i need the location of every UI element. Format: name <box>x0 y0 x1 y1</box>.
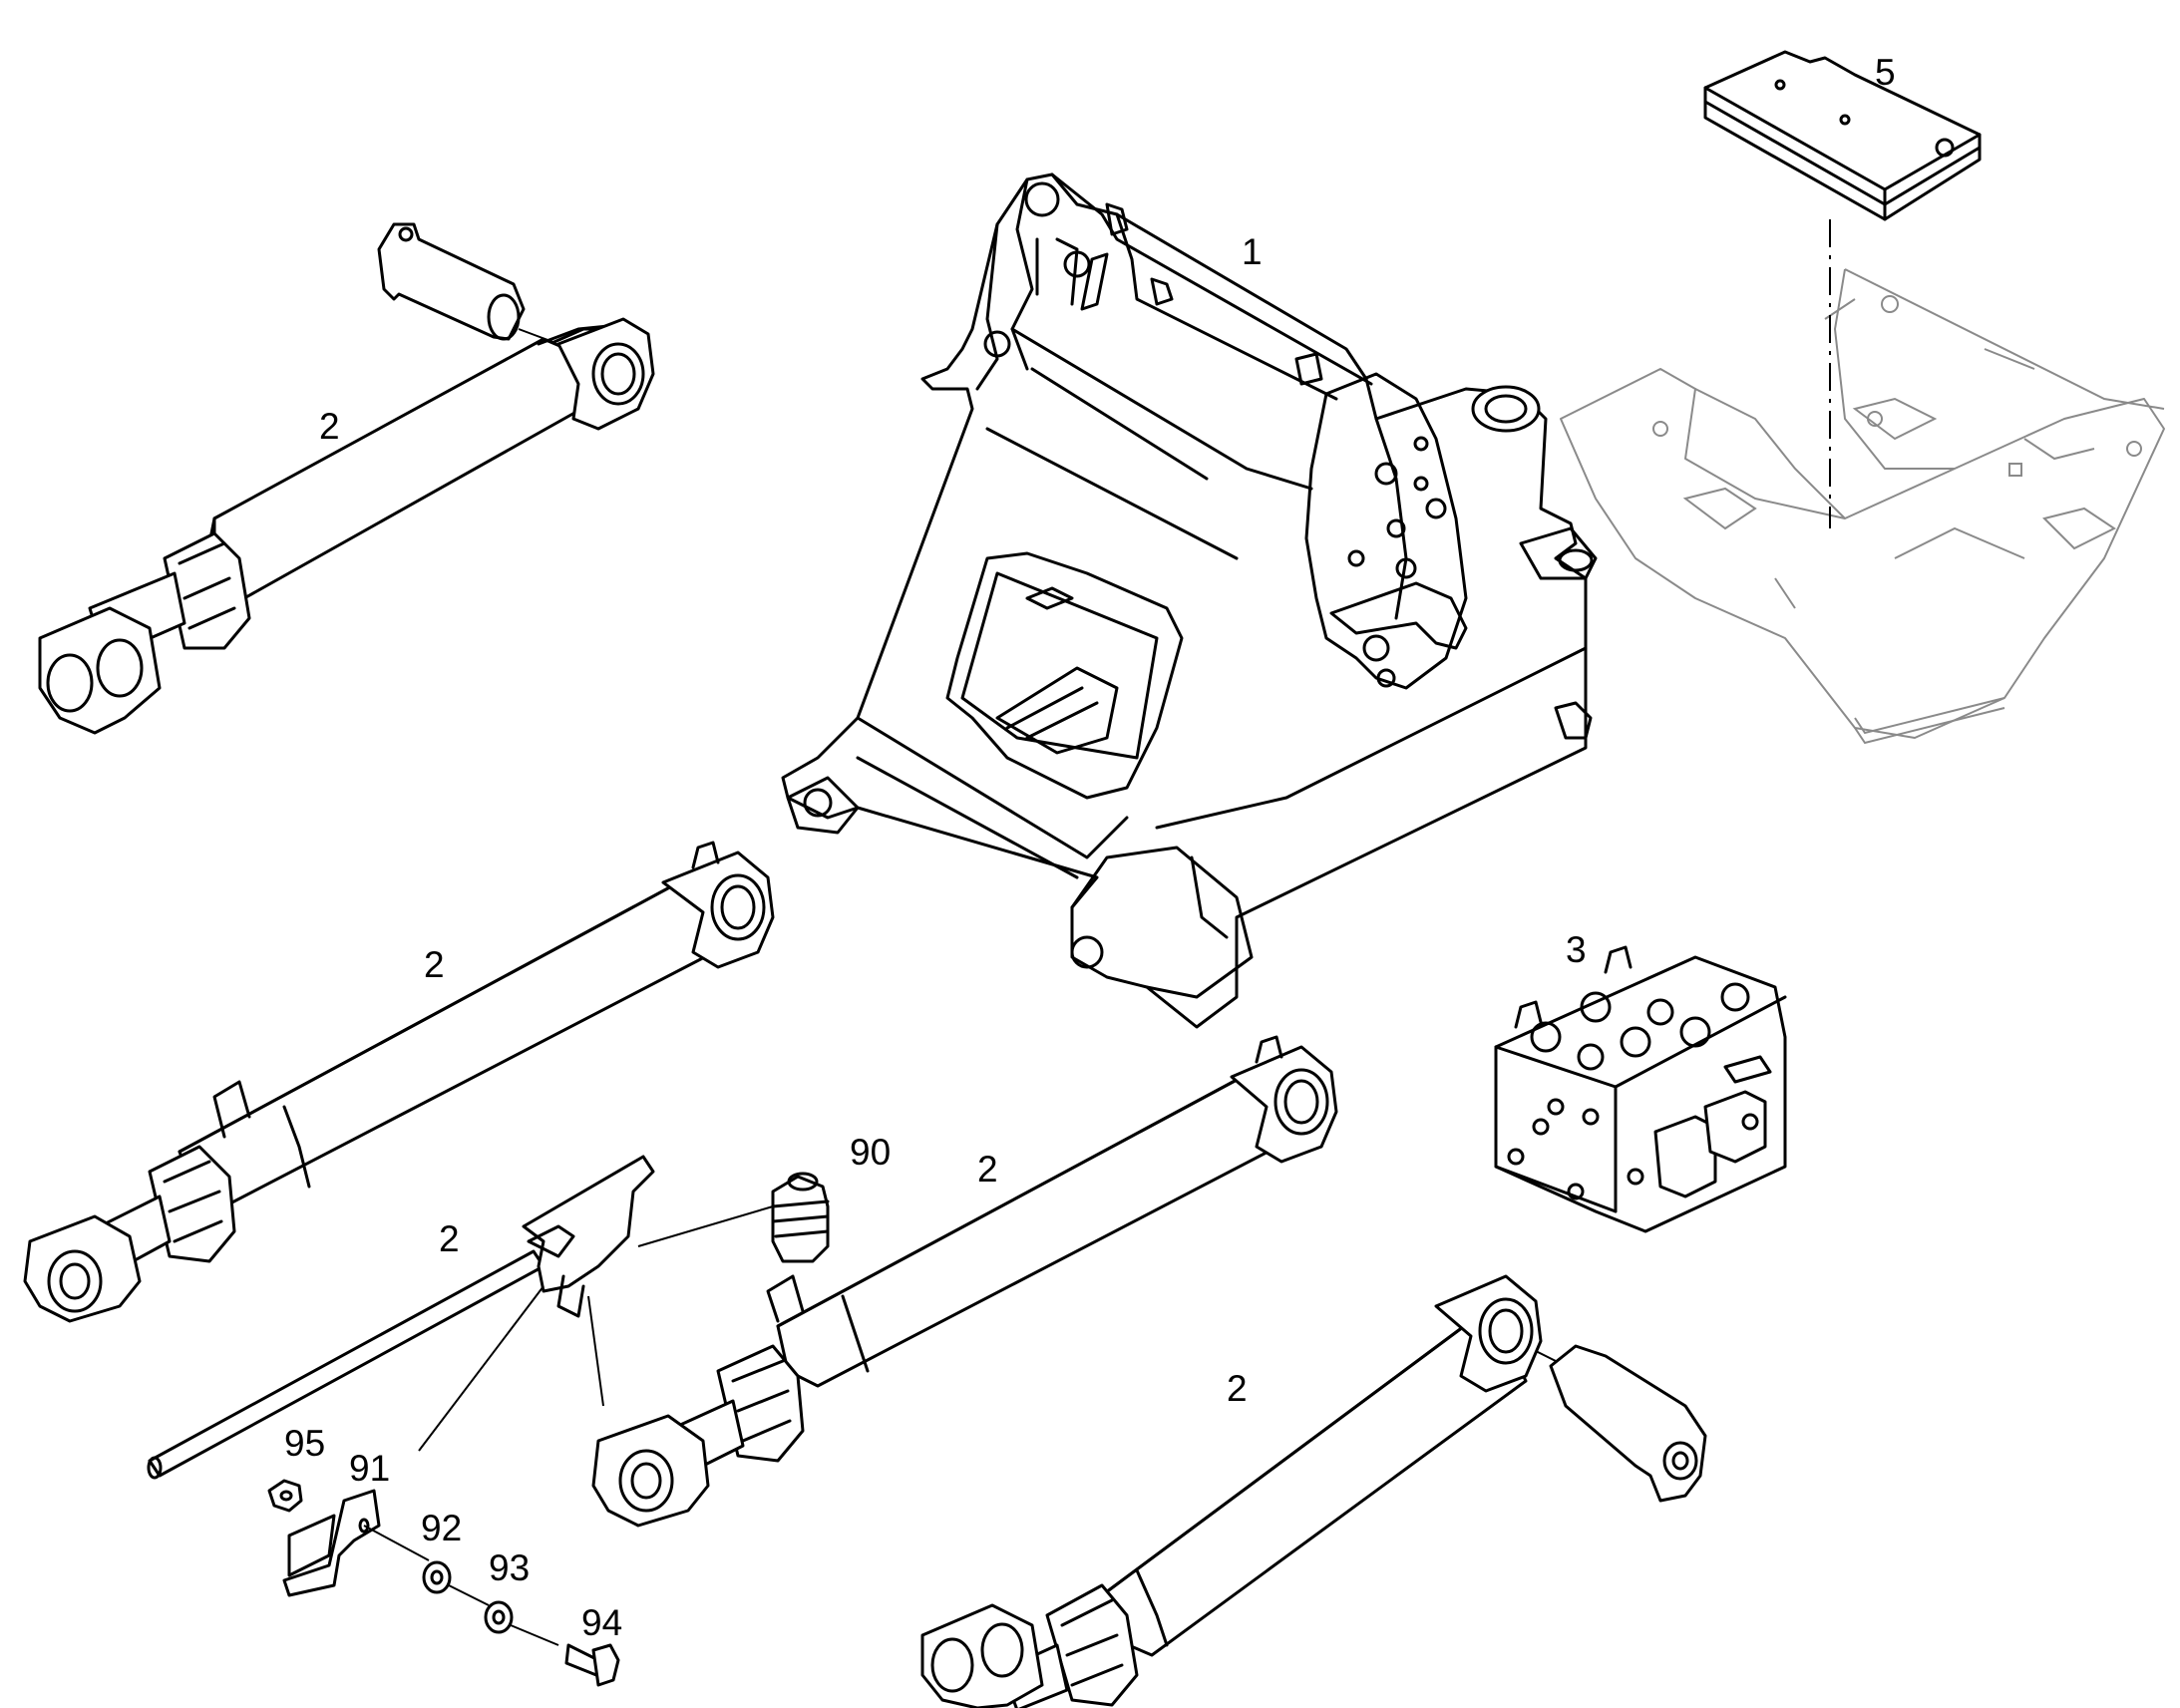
bolt-94 <box>564 1643 620 1687</box>
callout-3: 3 <box>1566 929 1587 970</box>
reference-chassis-frame <box>1560 268 2165 745</box>
washer-92 <box>422 1560 490 1606</box>
callout-95: 95 <box>284 1423 325 1464</box>
callout-1: 1 <box>1242 231 1263 272</box>
bracket-rod-91 <box>147 1155 655 1480</box>
washer-93 <box>484 1600 559 1646</box>
callout-2-center: 2 <box>977 1149 998 1190</box>
hydraulic-cylinder-d <box>920 1274 1707 1708</box>
callout-91: 91 <box>349 1448 390 1489</box>
callout-labels: 1 2 2 2 2 2 3 5 90 91 92 93 94 95 <box>284 52 1896 1643</box>
main-frame <box>781 172 1598 1029</box>
pad-plate <box>1703 50 1982 221</box>
callout-2-middle: 2 <box>424 944 445 985</box>
callout-94: 94 <box>581 1602 622 1643</box>
hydraulic-cylinder-a <box>38 222 655 735</box>
callout-2-top: 2 <box>319 406 340 447</box>
hydraulic-cylinder-b <box>23 841 775 1323</box>
callout-5: 5 <box>1875 52 1896 93</box>
bracket-clip <box>282 1489 430 1597</box>
callout-2-rod: 2 <box>439 1218 460 1259</box>
callout-2-bottom: 2 <box>1227 1368 1248 1409</box>
control-valve-block <box>1494 945 1787 1233</box>
callout-90: 90 <box>850 1132 891 1173</box>
fitting-90 <box>637 1172 830 1263</box>
nut-95 <box>267 1479 303 1513</box>
callout-92: 92 <box>421 1508 462 1548</box>
callout-93: 93 <box>489 1547 530 1588</box>
hydraulic-cylinder-c <box>591 1035 1338 1528</box>
